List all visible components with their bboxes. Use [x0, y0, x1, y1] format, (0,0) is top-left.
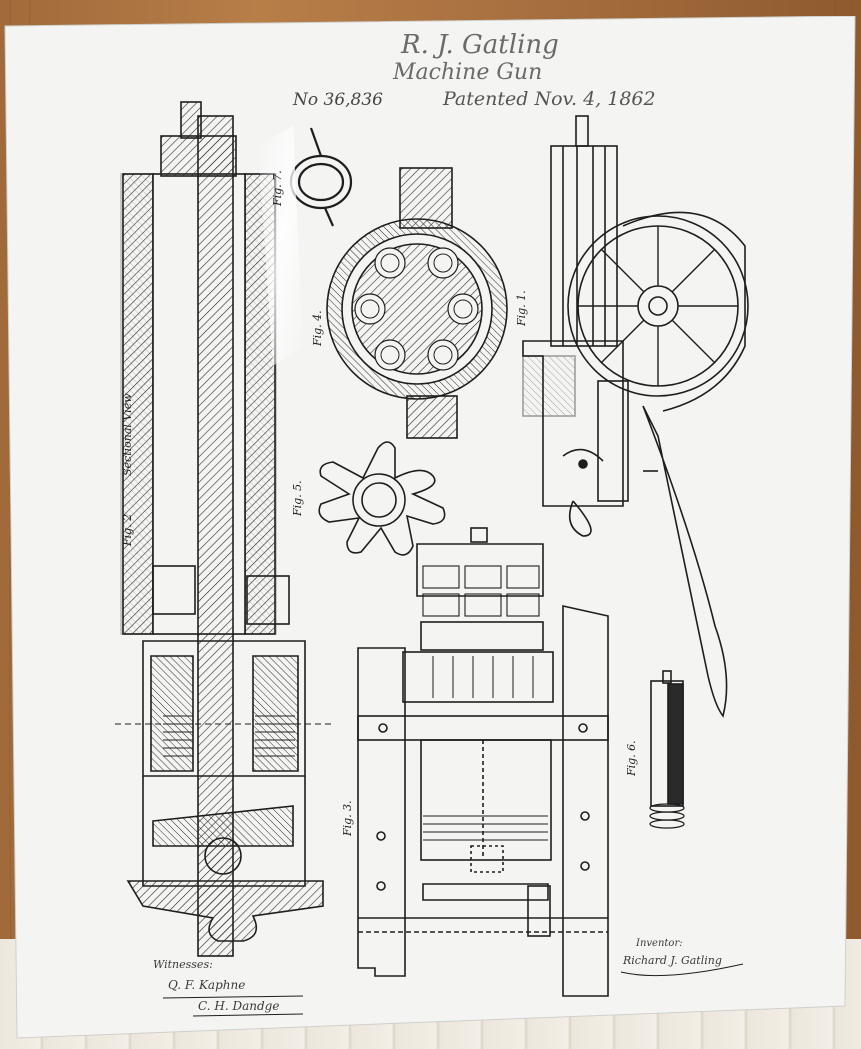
- patent-inventor-heading: R. J. Gatling: [401, 30, 559, 60]
- fig5-star-wheel: [318, 441, 446, 556]
- fig5-label: Fig. 5.: [291, 480, 304, 516]
- fig6-cartridge: [649, 670, 685, 829]
- witness-name: C. H. Dandge: [198, 999, 280, 1013]
- fig2-sectional-barrel: [115, 101, 333, 957]
- glare-reflection: [258, 126, 303, 366]
- fig1-label: Fig. 1.: [515, 290, 528, 326]
- patent-title: Machine Gun: [393, 60, 543, 85]
- fig1-side-view: [522, 115, 749, 718]
- witnesses-heading: Witnesses:: [153, 958, 213, 971]
- signature-lines: [162, 963, 744, 1017]
- fig3-feed-mechanism: [357, 527, 609, 997]
- witness-name: Q. F. Kaphne: [168, 978, 246, 992]
- patent-drawing: [4, 16, 856, 1039]
- patent-number: No 36,836: [293, 90, 383, 110]
- inventor-signature: Richard J. Gatling: [623, 954, 722, 967]
- fig3-label: Fig. 3.: [341, 800, 354, 836]
- fig7-label: Fig. 7.: [271, 170, 284, 206]
- fig6-label: Fig. 6.: [625, 740, 638, 776]
- inventor-heading: Inventor:: [636, 938, 683, 949]
- fig4-cylinder-section: [326, 167, 508, 439]
- sectional-view-label: Sectional View: [121, 393, 134, 476]
- fig4-label: Fig. 4.: [311, 310, 324, 346]
- patent-date: Patented Nov. 4, 1862: [443, 88, 656, 110]
- fig2-label: Fig. 2: [121, 513, 134, 546]
- patent-print-panel: R. J. Gatling Machine Gun No 36,836 Pate…: [3, 16, 856, 1039]
